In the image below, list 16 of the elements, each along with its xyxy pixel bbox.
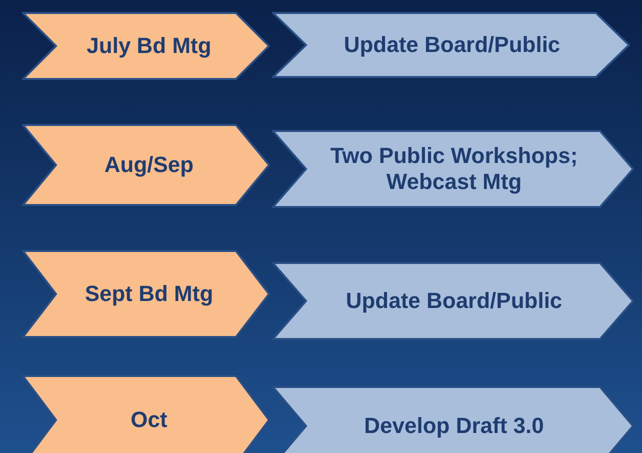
chevron-step xyxy=(272,262,634,340)
step-label: Two Public Workshops; Webcast Mtg xyxy=(329,143,579,195)
step-label: July Bd Mtg xyxy=(86,33,212,59)
step-label: Sept Bd Mtg xyxy=(84,281,214,307)
step-label: Develop Draft 3.0 xyxy=(364,413,544,439)
chevron-step xyxy=(272,386,634,453)
chevron-step xyxy=(272,130,634,208)
step-label: Update Board/Public xyxy=(344,32,560,58)
step-label: Update Board/Public xyxy=(346,288,562,314)
chevron-step xyxy=(22,12,270,80)
chevron-step xyxy=(22,124,270,206)
chevron-step xyxy=(22,250,270,338)
chevron-step xyxy=(22,375,270,453)
step-label: Oct xyxy=(130,407,168,433)
step-label: Aug/Sep xyxy=(104,152,194,178)
chevron-step xyxy=(272,12,630,78)
